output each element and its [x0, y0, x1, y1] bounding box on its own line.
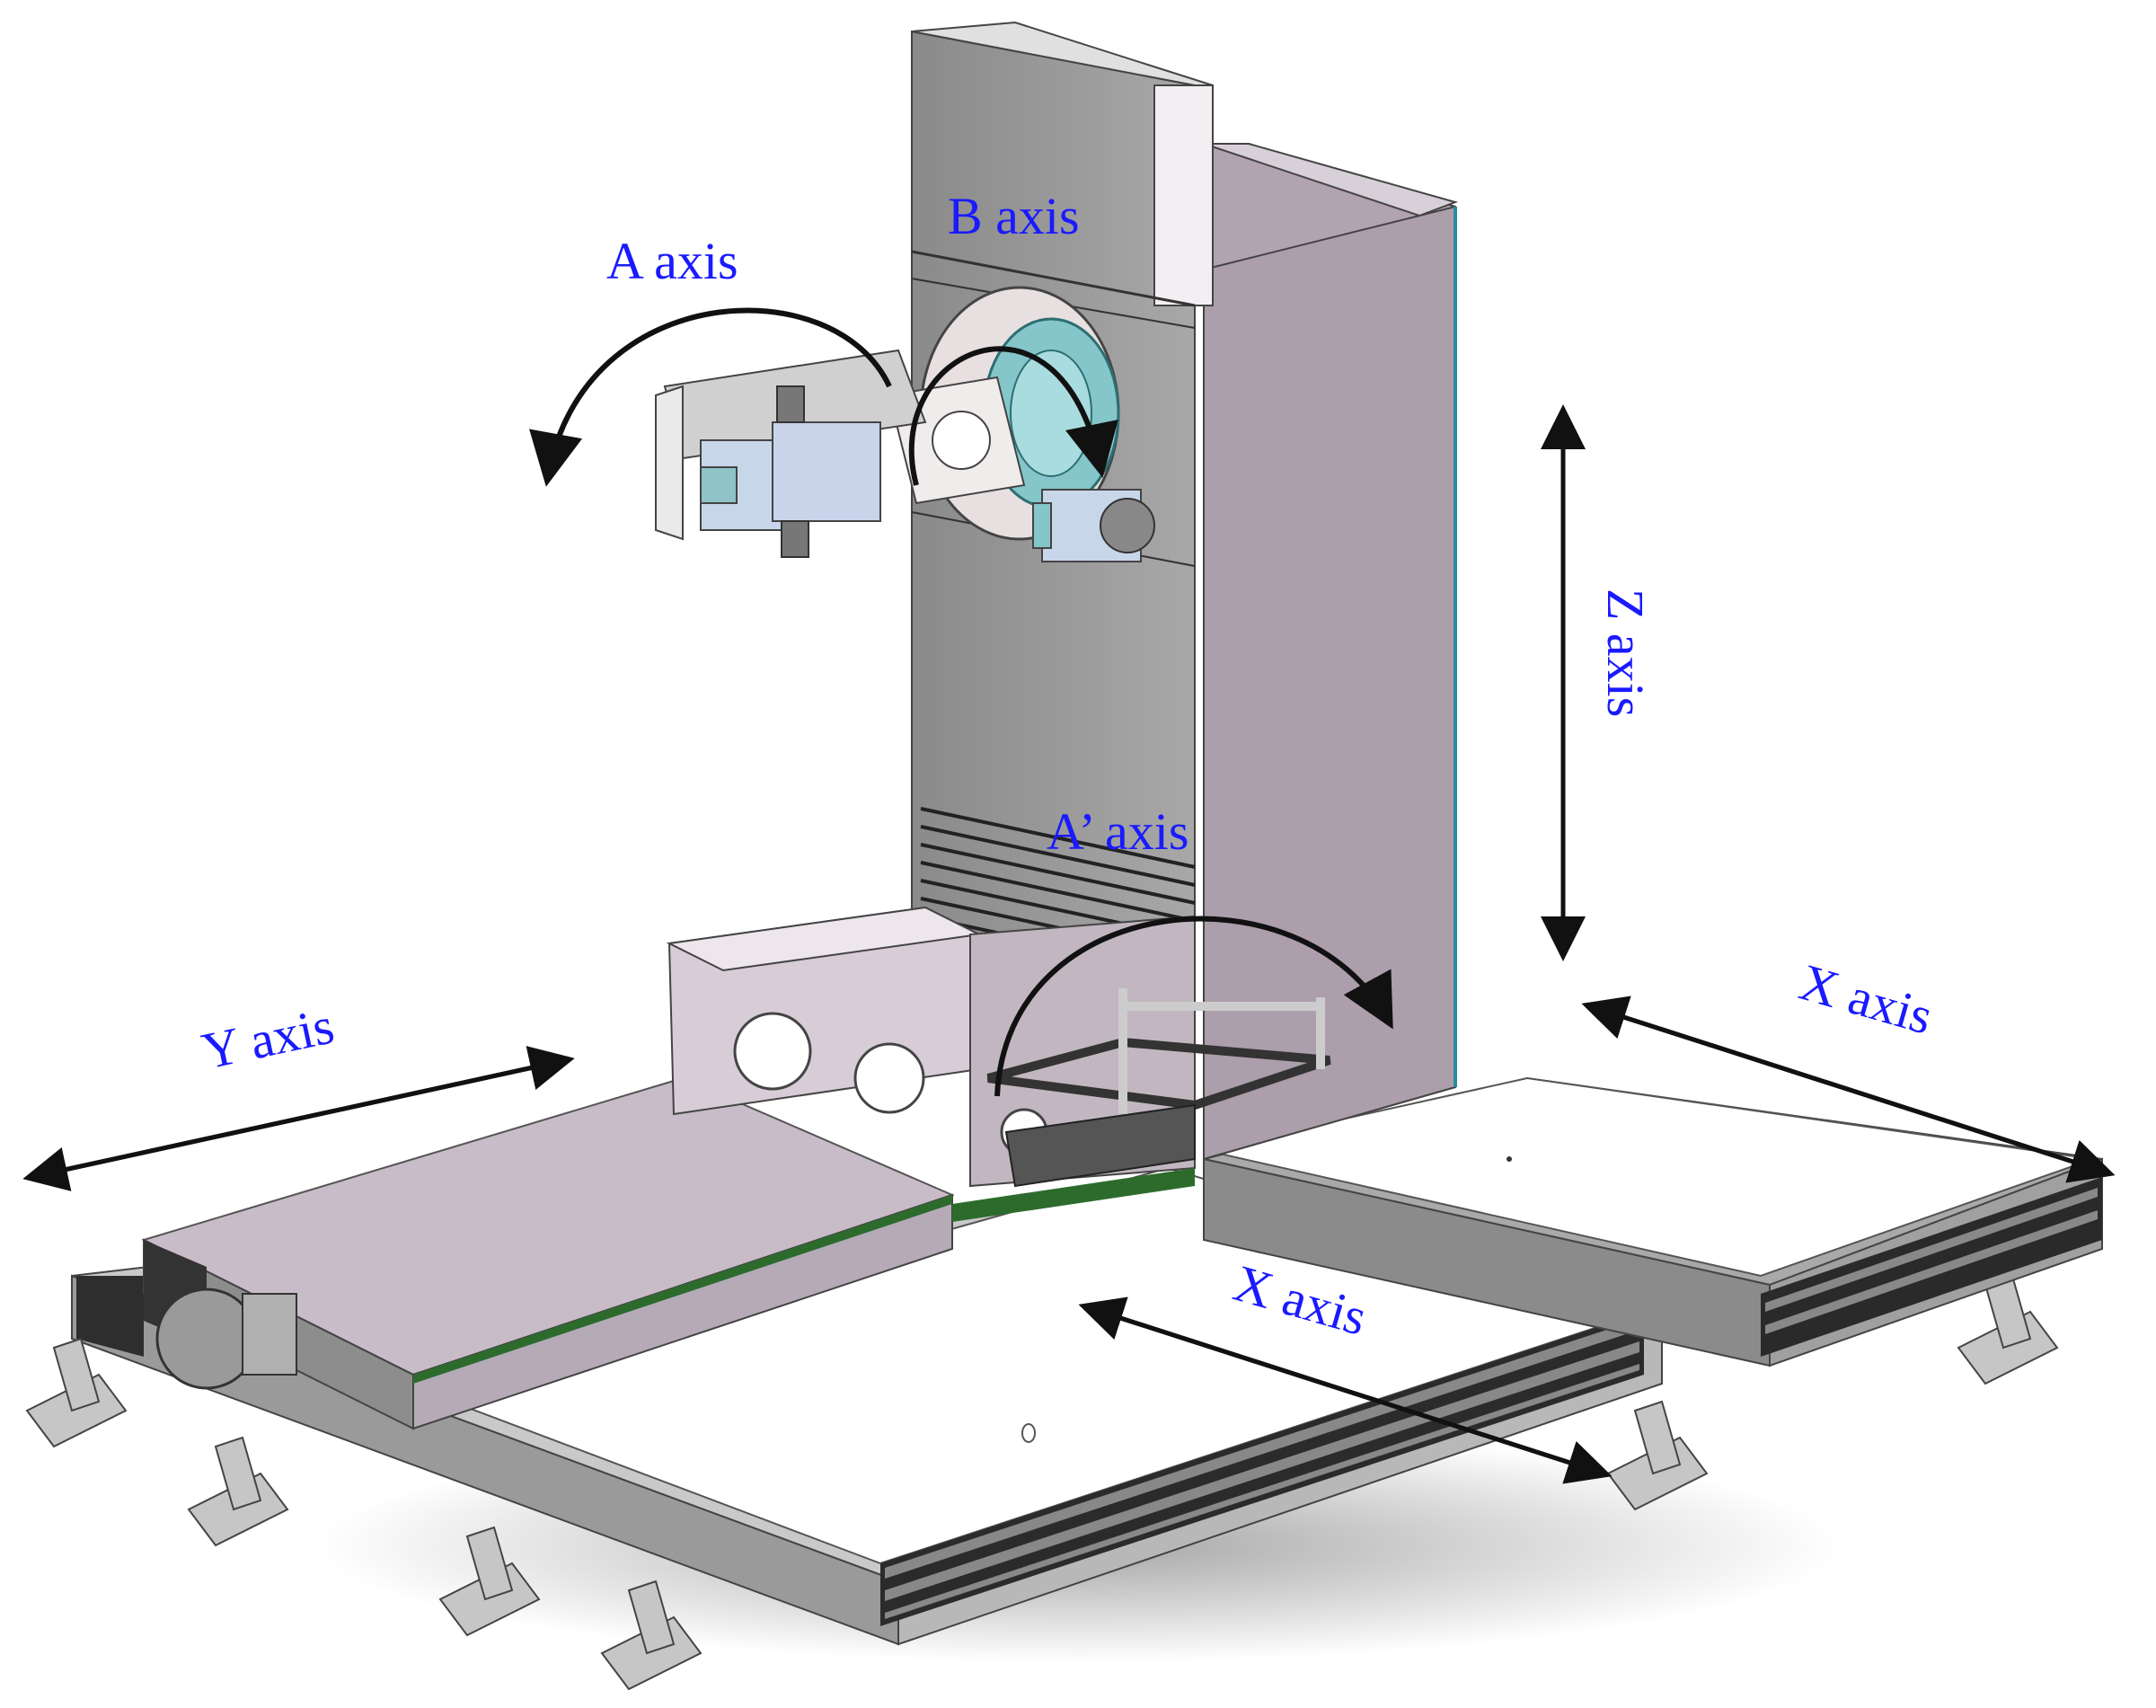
- right-base: [1203, 1076, 2103, 1367]
- base-feet: [25, 1274, 2059, 1691]
- y-motor: [155, 1288, 258, 1390]
- a-prime-table: [666, 906, 1331, 1222]
- a-prime-axis-label: A’ axis: [1047, 802, 1188, 861]
- y-axis-arrow: [22, 1046, 575, 1191]
- a-axis-label: A axis: [606, 232, 738, 290]
- x-axis-label-right: X axis: [1793, 952, 1939, 1046]
- b-axis-label: B axis: [948, 187, 1080, 245]
- a-axis-rotation-arrow: [529, 307, 892, 487]
- b-axis-rotation-arrow: [908, 346, 1118, 486]
- x-axis-arrow-right: [1581, 996, 2116, 1183]
- y-axis-label: Y axis: [197, 996, 339, 1080]
- x-axis-arrow-center: [1078, 1296, 1613, 1484]
- a-prime-axis-rotation-arrow: [994, 916, 1393, 1097]
- y-axis-carriage: [141, 1076, 955, 1430]
- spindle-head: [655, 286, 1155, 562]
- z-axis-label: Z axis: [1596, 589, 1655, 717]
